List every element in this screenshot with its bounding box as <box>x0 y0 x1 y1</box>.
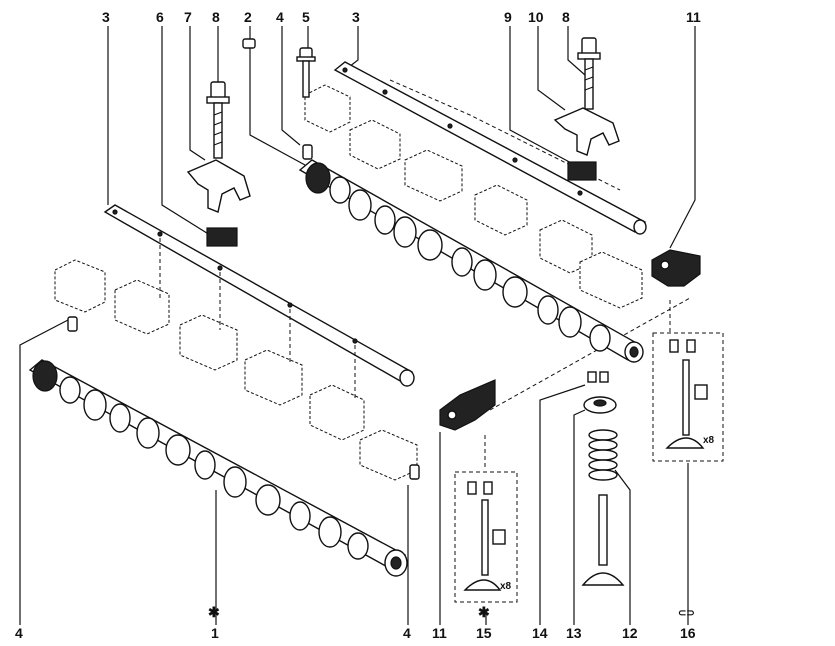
callout-8-right: 8 <box>562 9 570 25</box>
callout-9: 9 <box>504 9 512 25</box>
callout-1: 1 <box>211 625 219 641</box>
valve-spring-stack <box>581 371 625 586</box>
callout-8-left: 8 <box>212 9 220 25</box>
cam-lobes-rear <box>305 162 611 352</box>
gear-symbol-1: ✱ <box>208 604 220 620</box>
callouts-bottom: 4 1 4 11 15 14 13 12 16 <box>15 625 696 641</box>
leader-lines <box>19 26 696 625</box>
callout-7: 7 <box>184 9 192 25</box>
dowel-4-left <box>67 316 78 332</box>
callout-3-left: 3 <box>102 9 110 25</box>
gear-symbol-15: ✱ <box>478 604 490 620</box>
bearing-caps-rear <box>304 79 643 309</box>
callout-3-right: 3 <box>352 9 360 25</box>
callout-13: 13 <box>566 625 582 641</box>
callouts-top: 3 6 7 8 2 4 5 3 9 10 8 11 <box>102 9 701 25</box>
dowel-4-front <box>409 464 420 480</box>
callout-12: 12 <box>622 625 638 641</box>
dowel-4-top <box>302 144 313 160</box>
callout-4-left: 4 <box>15 625 23 641</box>
callout-5: 5 <box>302 9 310 25</box>
bearing-caps-front <box>54 238 418 481</box>
rocker-arm-right <box>651 249 701 287</box>
camshaft-exhaust <box>28 359 408 577</box>
dowel-2 <box>242 38 256 49</box>
rocker-arm-center <box>439 379 496 431</box>
callout-4-top: 4 <box>276 9 284 25</box>
oil-ramp-rear <box>333 61 647 235</box>
camshaft-intake <box>298 159 644 363</box>
callout-6: 6 <box>156 9 164 25</box>
callout-10: 10 <box>528 9 544 25</box>
multiplier-center: x8 <box>500 581 512 592</box>
plug-symbol-16: ⊂⊃ <box>678 608 695 619</box>
bolt-left <box>206 81 230 159</box>
clamp-left <box>186 159 251 213</box>
callout-4-bottom: 4 <box>403 625 411 641</box>
bolt-right <box>577 37 601 110</box>
clamp-right <box>553 107 620 156</box>
oil-ramp-front <box>103 204 415 387</box>
cam-lobes-front <box>32 360 369 560</box>
callout-2: 2 <box>244 9 252 25</box>
valve-kit-center <box>454 471 518 603</box>
callout-11-bottom: 11 <box>432 625 447 641</box>
callout-11-top: 11 <box>686 9 701 25</box>
callout-14: 14 <box>532 625 548 641</box>
block-right <box>567 161 597 181</box>
bolt-small <box>296 47 316 98</box>
block-left <box>206 227 238 247</box>
valve-kit-right <box>652 332 724 462</box>
callout-16: 16 <box>680 625 696 641</box>
callout-15: 15 <box>476 625 492 641</box>
multiplier-right: x8 <box>703 435 715 446</box>
